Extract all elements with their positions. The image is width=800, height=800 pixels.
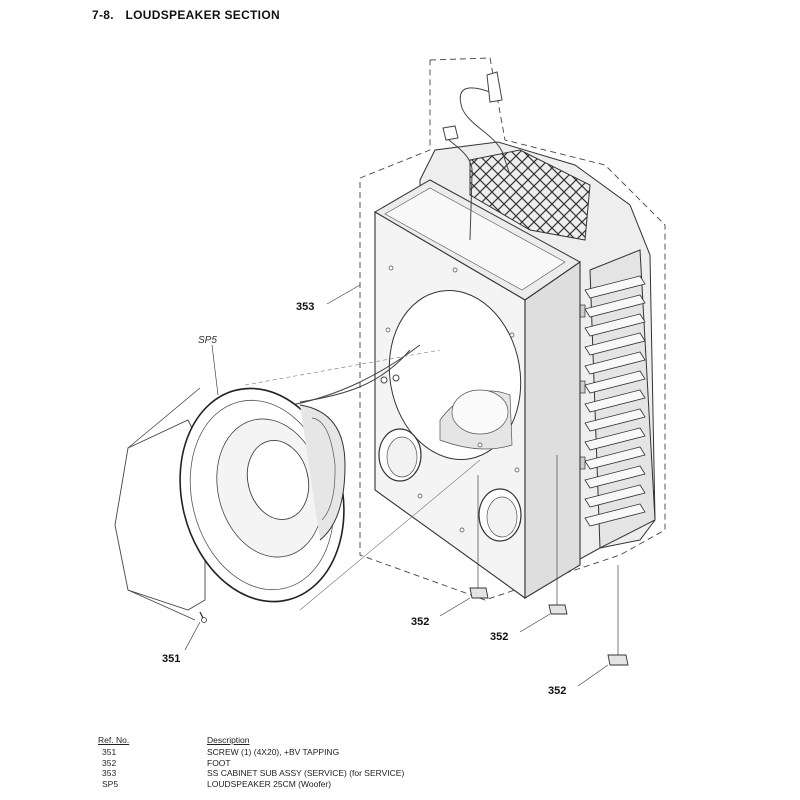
row-ref: 353 xyxy=(102,768,117,778)
parts-table-header: Ref. No. Description xyxy=(92,735,404,747)
callout-352-middle: 352 xyxy=(490,631,508,643)
callout-351: 351 xyxy=(162,653,180,665)
callout-352-left: 352 xyxy=(411,616,429,628)
grille-slat xyxy=(584,370,646,394)
parts-list-table: Ref. No. Description 351 SCREW (1) (4X20… xyxy=(92,735,404,789)
row-description: SCREW (1) (4X20), +BV TAPPING xyxy=(207,747,340,757)
grille-slat xyxy=(584,313,646,337)
foot-352-middle xyxy=(548,455,568,615)
callout-352-right: 352 xyxy=(548,685,566,697)
grille-slat xyxy=(584,484,646,508)
grille-slat xyxy=(584,465,646,489)
grille-slat xyxy=(584,332,646,356)
row-ref: 352 xyxy=(102,757,117,768)
cabinet-holes xyxy=(385,265,520,533)
table-row: 353 SS CABINET SUB ASSY (SERVICE) (for S… xyxy=(92,768,404,779)
woofer-sp5 xyxy=(114,349,481,621)
header-description: Description xyxy=(207,735,250,745)
table-row: 352 FOOT xyxy=(92,758,404,769)
bass-port-right xyxy=(478,488,522,542)
grille-slat xyxy=(584,408,646,432)
callout-sp5: SP5 xyxy=(198,335,217,346)
section-number: 7-8. xyxy=(92,8,114,22)
grille-slat xyxy=(584,351,646,375)
foot-352-right xyxy=(607,565,629,666)
callout-353: 353 xyxy=(296,301,314,313)
grille-slat xyxy=(584,275,646,299)
grille-slat xyxy=(584,294,646,318)
section-title: 7-8. LOUDSPEAKER SECTION xyxy=(92,8,288,22)
grille-slat xyxy=(584,427,646,451)
exploded-view-diagram: 353 SP5 351 352 352 352 xyxy=(114,57,666,697)
wire-harness xyxy=(291,71,511,406)
header-ref-no: Ref. No. xyxy=(98,735,130,745)
row-ref: SP5 xyxy=(102,778,119,789)
cabinet-353 xyxy=(374,179,581,600)
section-name: LOUDSPEAKER SECTION xyxy=(125,8,280,22)
grille-slat xyxy=(584,446,646,470)
row-ref: 351 xyxy=(102,747,117,757)
grille-slats xyxy=(576,275,646,527)
table-row: SP5 LOUDSPEAKER 25CM (Woofer) xyxy=(92,779,404,790)
row-description: SS CABINET SUB ASSY (SERVICE) (for SERVI… xyxy=(207,768,405,778)
grille-slat xyxy=(584,503,646,527)
foot-352-left xyxy=(469,475,489,599)
row-description: FOOT xyxy=(207,757,231,768)
table-row: 351 SCREW (1) (4X20), +BV TAPPING xyxy=(92,747,404,758)
assembly-boundary xyxy=(359,57,666,601)
grille-slat xyxy=(584,389,646,413)
row-description: LOUDSPEAKER 25CM (Woofer) xyxy=(207,778,332,789)
leader-lines xyxy=(184,284,609,687)
bass-port-left xyxy=(378,428,422,482)
screw-351 xyxy=(199,611,207,623)
